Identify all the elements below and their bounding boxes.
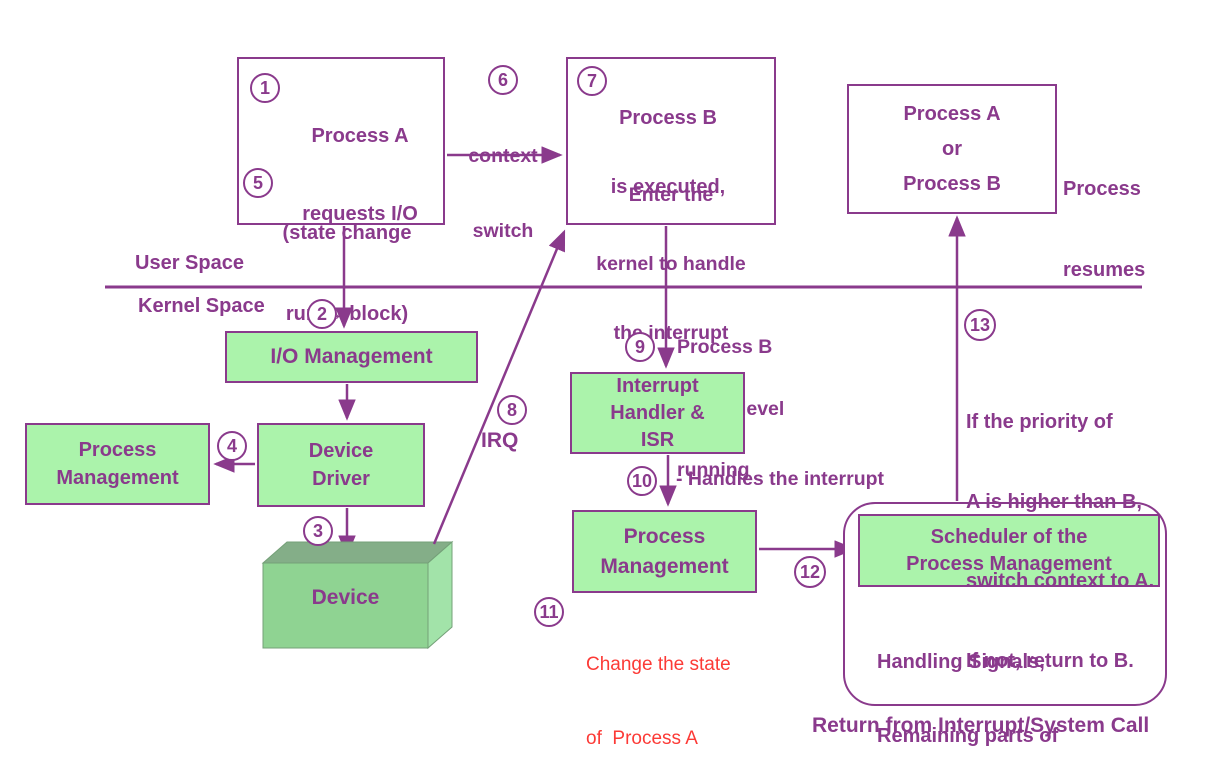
step-5-badge: 5 bbox=[243, 168, 273, 198]
box-process-management-left: Process Management bbox=[25, 423, 210, 505]
step-9-badge: 9 bbox=[625, 332, 655, 362]
context-switch-label: context switch bbox=[468, 145, 538, 242]
box-process-a-or-b: Process A or Process B bbox=[847, 84, 1057, 214]
step-11-badge: 11 bbox=[534, 597, 564, 627]
step-12-badge: 12 bbox=[794, 556, 826, 588]
handles-interrupt-label: - Handles the interrupt bbox=[676, 468, 885, 490]
process-a-request-text: Process A requests I/O bbox=[302, 125, 418, 225]
step-4-badge: 4 bbox=[217, 431, 247, 461]
step-1-badge: 1 bbox=[250, 73, 280, 103]
user-space-label: User Space bbox=[135, 252, 244, 274]
process-resumes-label: Process resumes bbox=[1063, 178, 1146, 281]
step-2-badge: 2 bbox=[307, 299, 337, 329]
step-10-badge: 10 bbox=[627, 466, 657, 496]
state-change-note: Change the state of Process A from block… bbox=[586, 654, 731, 749]
step-13-badge: 13 bbox=[964, 309, 996, 341]
return-from-interrupt-label: Return from Interrupt/System Call bbox=[812, 714, 1150, 737]
device-label: Device bbox=[311, 586, 380, 609]
enter-kernel-text: Enter the kernel to handle the interrupt bbox=[596, 184, 746, 344]
priority-note: If the priority of A is higher than B, s… bbox=[966, 411, 1155, 672]
step-6-badge: 6 bbox=[488, 65, 518, 95]
scheduler-note: Handling Signals, Remaining parts of int… bbox=[877, 651, 1059, 747]
device-box-top-face bbox=[261, 541, 454, 564]
kernel-space-label: Kernel Space bbox=[138, 295, 265, 317]
box-device-driver: Device Driver bbox=[257, 423, 425, 507]
arrow-irq bbox=[432, 229, 566, 545]
box-interrupt-handler: Interrupt Handler & ISR bbox=[570, 372, 745, 454]
step-3-badge: 3 bbox=[303, 516, 333, 546]
irq-label: IRQ bbox=[481, 429, 519, 452]
box-process-management-mid: Process Management bbox=[572, 510, 757, 593]
step-7-badge: 7 bbox=[577, 66, 607, 96]
box-io-management: I/O Management bbox=[225, 331, 478, 383]
step-8-badge: 8 bbox=[497, 395, 527, 425]
process-b-exec-text: Process B is executed, bbox=[610, 107, 726, 198]
box-scheduler: Scheduler of the Process Management bbox=[858, 514, 1160, 587]
device-box-front-face bbox=[262, 562, 429, 649]
